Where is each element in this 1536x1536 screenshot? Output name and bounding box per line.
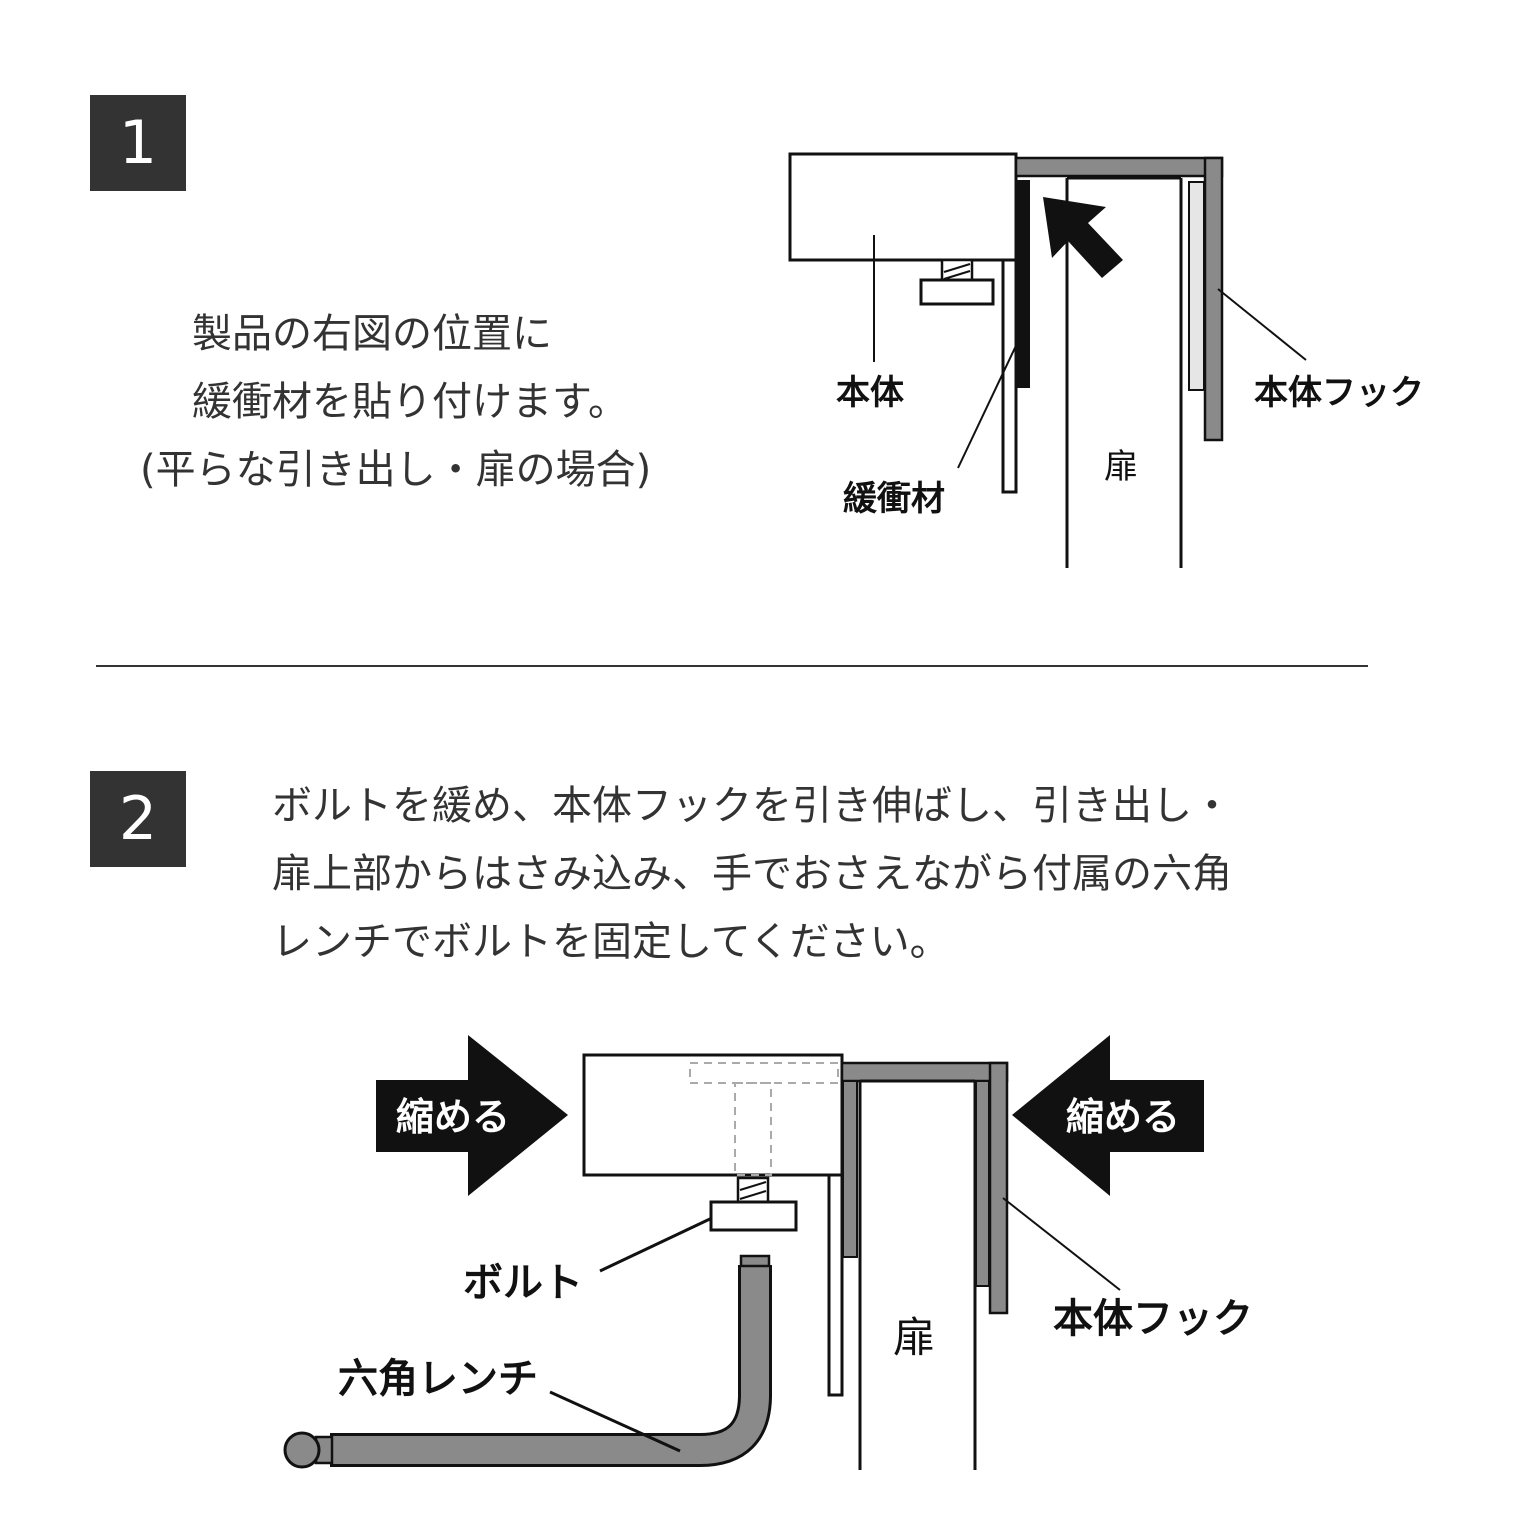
- step1-label-hook: 本体フック: [1254, 373, 1424, 413]
- step2-leader-hook: [1002, 1197, 1121, 1291]
- step2-body-plate: [827, 1173, 844, 1397]
- step1-label-cushion: 緩衝材: [843, 479, 945, 519]
- step2-label-shrink-left: 縮める: [396, 1095, 510, 1139]
- step1-bolt-head: [919, 278, 995, 306]
- step-2-diagram: 縮める 縮める: [283, 1035, 1253, 1470]
- step1-arrow: [1043, 197, 1123, 278]
- step-1-line-3: (平らな引き出し・扉の場合): [140, 447, 652, 493]
- step2-hook-pad: [975, 1080, 990, 1287]
- step-2-line-3: レンチでボルトを固定してください。: [272, 919, 950, 965]
- step2-body-rect: [582, 1053, 844, 1177]
- step2-label-wrench: 六角レンチ: [338, 1356, 538, 1402]
- step-2-badge: 2: [90, 771, 186, 867]
- step1-label-body: 本体: [836, 373, 904, 413]
- step1-cushion-strip: [1017, 180, 1030, 388]
- step-1-diagram: 本体 緩衝材 扉 本体フック: [788, 152, 1424, 568]
- step1-leader-cushion: [957, 332, 1023, 469]
- step1-label-door: 扉: [1104, 447, 1138, 487]
- step2-leader-wrench: [549, 1390, 681, 1453]
- step2-hidden-bolt: [734, 1082, 772, 1176]
- step1-hook-top: [1014, 156, 1224, 178]
- step-1-line-1: 製品の右図の位置に: [192, 311, 552, 357]
- step-1-badge: 1: [90, 95, 186, 191]
- step1-bolt-thread: [940, 258, 974, 282]
- step2-leader-bolt: [599, 1216, 713, 1273]
- step2-wrench-body: [330, 1265, 769, 1464]
- step-2-line-2: 扉上部からはさみ込み、手でおさえながら付属の六角: [272, 851, 1232, 897]
- step1-hook-pad: [1188, 181, 1205, 391]
- step2-hook-left: [842, 1080, 858, 1258]
- step-1-line-2: 緩衝材を貼り付けます。: [192, 379, 628, 425]
- step2-wrench-ball: [283, 1431, 321, 1469]
- step2-label-bolt: ボルト: [463, 1260, 583, 1306]
- step-1-instructions: 製品の右図の位置に 緩衝材を貼り付けます。 (平らな引き出し・扉の場合): [130, 300, 730, 504]
- step1-leader-hook: [1217, 288, 1307, 361]
- step2-label-hook: 本体フック: [1053, 1296, 1253, 1342]
- step2-hook-top: [840, 1061, 1009, 1083]
- step2-label-shrink-right: 縮める: [1066, 1095, 1180, 1139]
- step1-body-plate: [1001, 258, 1018, 494]
- section-divider: [96, 665, 1368, 667]
- step2-label-door: 扉: [893, 1313, 935, 1362]
- step1-body-rect: [788, 152, 1018, 262]
- step1-hook-side: [1203, 156, 1224, 442]
- step-2-instructions: ボルトを緩め、本体フックを引き伸ばし、引き出し・ 扉上部からはさみ込み、手でおさ…: [272, 772, 1472, 976]
- step2-arrow-right: [1012, 1035, 1204, 1196]
- step2-arrow-left: [376, 1035, 568, 1196]
- step2-hook-side: [988, 1061, 1009, 1315]
- step2-bolt-head: [709, 1200, 798, 1232]
- step-2-line-1: ボルトを緩め、本体フックを引き伸ばし、引き出し・: [272, 783, 1232, 829]
